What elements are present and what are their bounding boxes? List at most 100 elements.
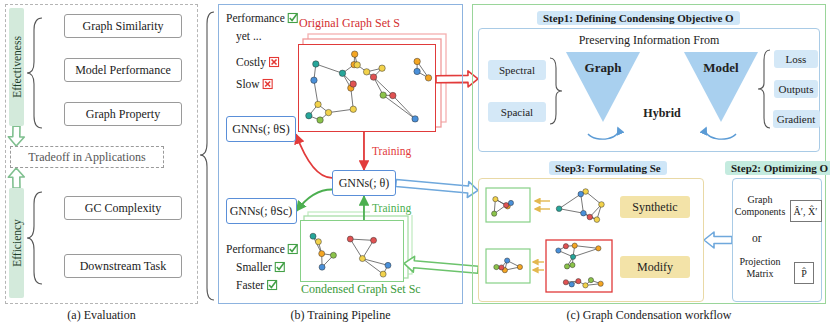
graph-vertex: [315, 239, 321, 245]
panel: (b) Training PipelineOriginal Graph Set …: [218, 4, 463, 304]
graph-vertex: [330, 252, 336, 258]
graph-vertex: [371, 237, 377, 243]
graph-vertex: [576, 279, 581, 284]
hollow-arrow: [704, 232, 732, 248]
box-label: GNNs(; θ): [339, 176, 390, 191]
triangle-label: Graph: [566, 60, 640, 76]
icon-mark: [290, 14, 298, 21]
panel-caption: (a) Evaluation: [6, 308, 197, 323]
icon-mark: [265, 82, 270, 87]
curly-brace: [758, 50, 770, 128]
icon-frame: [263, 80, 272, 89]
graph-vertex: [556, 206, 562, 212]
graph-vertex: [379, 65, 385, 71]
graph-link: [573, 248, 598, 256]
box-label: Hybrid: [643, 106, 680, 121]
graph-link: [362, 259, 388, 266]
box-label: Model Performance: [75, 63, 171, 78]
graph-vertex: [570, 254, 575, 259]
graph-link: [350, 239, 362, 259]
graph-vertex: [412, 116, 418, 122]
mini-graph-frame: [486, 249, 530, 283]
hollow-arrow: [404, 256, 478, 273]
step-region: Step2: Optimizing OÂ′, X̂′P̂: [732, 178, 822, 302]
graph-vertex: [581, 210, 587, 216]
graph-link: [559, 194, 581, 209]
graph-vertex: [350, 81, 356, 87]
category-tab: Effectiveness: [9, 8, 24, 126]
annotation: Performance: [226, 243, 285, 255]
graph-vertex: [598, 281, 603, 286]
graph-vertex: [339, 70, 345, 76]
annotation: Faster: [236, 279, 264, 291]
check-icon: [288, 245, 297, 254]
arrow-connector: [297, 190, 333, 212]
graph-vertex: [306, 112, 312, 118]
graph-vertex: [505, 258, 510, 263]
info-chip: Outputs: [774, 80, 818, 98]
triangle: [684, 52, 758, 122]
cycle-arrow: [706, 128, 736, 139]
graph-vertex: [319, 264, 325, 270]
arrow-connector: [296, 134, 332, 178]
box-label: Synthetic: [632, 200, 677, 215]
hollow-arrow: [396, 180, 478, 198]
step-badge: Step2: Optimizing O: [725, 161, 830, 175]
graph-vertex: [493, 197, 498, 202]
step-region: Step3: Formulating SeSyntheticModify: [478, 178, 704, 302]
graph-vertex: [599, 202, 605, 208]
graph-ground: [300, 220, 404, 282]
annotation: Smaller: [236, 261, 272, 273]
graph-vertex: [570, 262, 575, 267]
cross-icon: [263, 80, 272, 89]
annotation: Costly: [236, 56, 266, 68]
graph-vertex: [499, 265, 504, 270]
panel: (a) EvaluationEffectivenessGraph Similar…: [5, 4, 198, 304]
graph-vertex: [572, 243, 577, 248]
graph-link: [316, 64, 343, 73]
braces: [27, 12, 770, 300]
graph-set: Original Graph Set S: [298, 44, 436, 132]
annotation: or: [752, 232, 762, 244]
graph-vertex: [317, 117, 323, 123]
annotation: Graph Components: [734, 194, 786, 217]
info-chip: Loss: [774, 50, 818, 68]
graph-vertex: [517, 264, 522, 269]
graph-link: [575, 246, 599, 249]
source-triangle: Model: [684, 52, 758, 122]
step-region: Step1: Defining Condensing Objective OPr…: [478, 28, 820, 152]
graph-vertex: [494, 264, 499, 269]
box-label: Â′, X̂′: [794, 206, 818, 217]
graph-vertex: [492, 211, 497, 216]
graph-set: Condensed Graph Set Sc: [300, 220, 404, 282]
graph-vertex: [596, 246, 601, 251]
graph-vertex: [508, 200, 513, 205]
metric-box: Graph Similarity: [64, 14, 182, 38]
icon-frame: [288, 245, 297, 254]
edge-label: Training: [370, 201, 413, 215]
metric-box: Downstream Task: [64, 254, 182, 278]
info-chip: Spectral: [488, 60, 546, 80]
model-box: GNNs(; θSc): [226, 198, 297, 224]
graph-vertex: [425, 75, 431, 81]
box-label: Modify: [637, 260, 673, 275]
metric-box: GC Complexity: [64, 196, 182, 220]
mini-graph-frame: [546, 240, 612, 292]
graph-vertex: [380, 271, 386, 277]
curly-brace: [550, 58, 562, 124]
graph-link: [329, 109, 354, 112]
graph-vertex: [563, 244, 568, 249]
model-box: GNNs(; θ): [332, 170, 396, 196]
step-badge: Step1: Defining Condensing Objective O: [537, 11, 740, 25]
annotation: yet ...: [236, 30, 262, 42]
graph-link: [586, 192, 602, 205]
box-label: Gradient: [777, 113, 815, 125]
arrow-connector: [363, 196, 365, 220]
graph-link: [559, 209, 583, 213]
triangle: [566, 52, 640, 122]
graph-vertex: [347, 236, 353, 242]
panel-caption: (c) Graph Condensation workflow: [473, 308, 825, 323]
graph-set-title: Condensed Graph Set Sc: [301, 282, 421, 297]
cross-icon: [270, 58, 279, 67]
panel-caption: (b) Training Pipeline: [219, 308, 462, 323]
